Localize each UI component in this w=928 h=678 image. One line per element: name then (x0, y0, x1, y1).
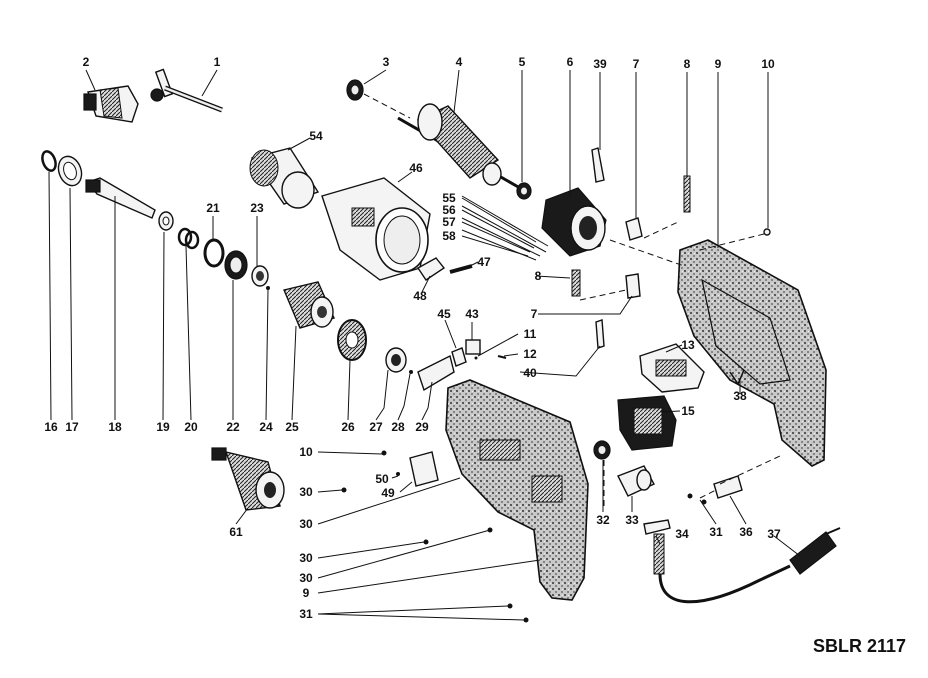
callout-28: 28 (391, 420, 405, 434)
callout-49: 49 (381, 486, 395, 500)
gear-shaft (283, 281, 335, 329)
chuck-key (150, 68, 223, 113)
gear-housing (321, 177, 431, 281)
callout-16: 16 (44, 420, 58, 434)
retaining-rings (41, 150, 83, 187)
diagram-code: SBLR 2117 (813, 636, 906, 656)
callout-36: 36 (739, 525, 753, 539)
callout-9: 9 (715, 57, 722, 71)
callout-8: 8 (684, 57, 691, 71)
callout-45: 45 (437, 307, 451, 321)
power-cord (643, 519, 841, 604)
callout-22: 22 (226, 420, 240, 434)
armature (397, 103, 521, 190)
callout-12: 12 (523, 347, 537, 361)
callout-43: 43 (465, 307, 479, 321)
capacitor (593, 440, 655, 497)
spindle (85, 177, 156, 219)
callout-46: 46 (409, 161, 423, 175)
callout-21: 21 (206, 201, 220, 215)
callout-17: 17 (65, 420, 79, 434)
callout-18: 18 (108, 420, 122, 434)
lever-and-pin (416, 257, 473, 281)
callout-37: 37 (767, 527, 781, 541)
field-stator (541, 187, 607, 257)
bearings (224, 250, 270, 290)
callout-38: 38 (733, 389, 747, 403)
callout-4: 4 (456, 55, 463, 69)
callout-50: 50 (375, 472, 389, 486)
gear-assembly-61 (211, 447, 285, 511)
callout-8-lower: 8 (535, 269, 542, 283)
leader-lines (48, 69, 801, 621)
callout-25: 25 (285, 420, 299, 434)
callout-6: 6 (567, 55, 574, 69)
callout-5: 5 (519, 55, 526, 69)
callout-9-lower: 9 (303, 586, 310, 600)
gear-wheel (337, 319, 367, 361)
callout-31-lower: 31 (299, 607, 313, 621)
callout-7: 7 (633, 57, 640, 71)
callout-31: 31 (709, 525, 723, 539)
housing-half-right (677, 239, 827, 467)
collar (249, 147, 320, 209)
bearing-top (346, 79, 364, 101)
callout-32: 32 (596, 513, 610, 527)
callout-3: 3 (383, 55, 390, 69)
callout-39: 39 (593, 57, 607, 71)
callout-55: 55 (442, 191, 456, 205)
callout-57: 57 (442, 215, 456, 229)
callout-labels: 1 2 3 4 5 6 39 7 8 9 10 16 17 18 19 20 2… (44, 55, 781, 621)
callout-30: 30 (299, 485, 313, 499)
callout-20: 20 (184, 420, 198, 434)
callout-61: 61 (229, 525, 243, 539)
callout-54: 54 (309, 129, 323, 143)
callout-26: 26 (341, 420, 355, 434)
drill-chuck (83, 85, 139, 123)
sleeve (385, 347, 413, 374)
callout-27: 27 (369, 420, 383, 434)
callout-2: 2 (83, 55, 90, 69)
callout-30-e: 30 (299, 571, 313, 585)
callout-47: 47 (477, 255, 491, 269)
switch-plate (417, 354, 455, 392)
switch-15 (617, 395, 677, 451)
callout-29: 29 (415, 420, 429, 434)
callout-24: 24 (259, 420, 273, 434)
callout-30-d: 30 (299, 551, 313, 565)
switch-part-13 (639, 343, 705, 393)
callout-34: 34 (675, 527, 689, 541)
callout-1: 1 (214, 55, 221, 69)
cable-clamp (713, 475, 743, 499)
callout-58: 58 (442, 229, 456, 243)
callout-30-c: 30 (299, 517, 313, 531)
bearing-5 (516, 182, 532, 200)
brush-parts (571, 147, 691, 349)
callout-13: 13 (681, 338, 695, 352)
callout-23: 23 (250, 201, 264, 215)
housing-half-left (445, 379, 589, 601)
callout-48: 48 (413, 289, 427, 303)
assembly-axes (363, 93, 781, 510)
callout-33: 33 (625, 513, 639, 527)
callout-11: 11 (524, 327, 537, 341)
callout-56: 56 (442, 203, 456, 217)
callout-15: 15 (681, 404, 695, 418)
washers (158, 211, 225, 268)
callout-19: 19 (156, 420, 170, 434)
callout-10-lower: 10 (299, 445, 313, 459)
callout-40: 40 (523, 366, 537, 380)
label-plate (396, 451, 439, 487)
callout-10: 10 (761, 57, 775, 71)
callout-7-lower: 7 (531, 307, 538, 321)
clip-and-block (451, 339, 481, 367)
